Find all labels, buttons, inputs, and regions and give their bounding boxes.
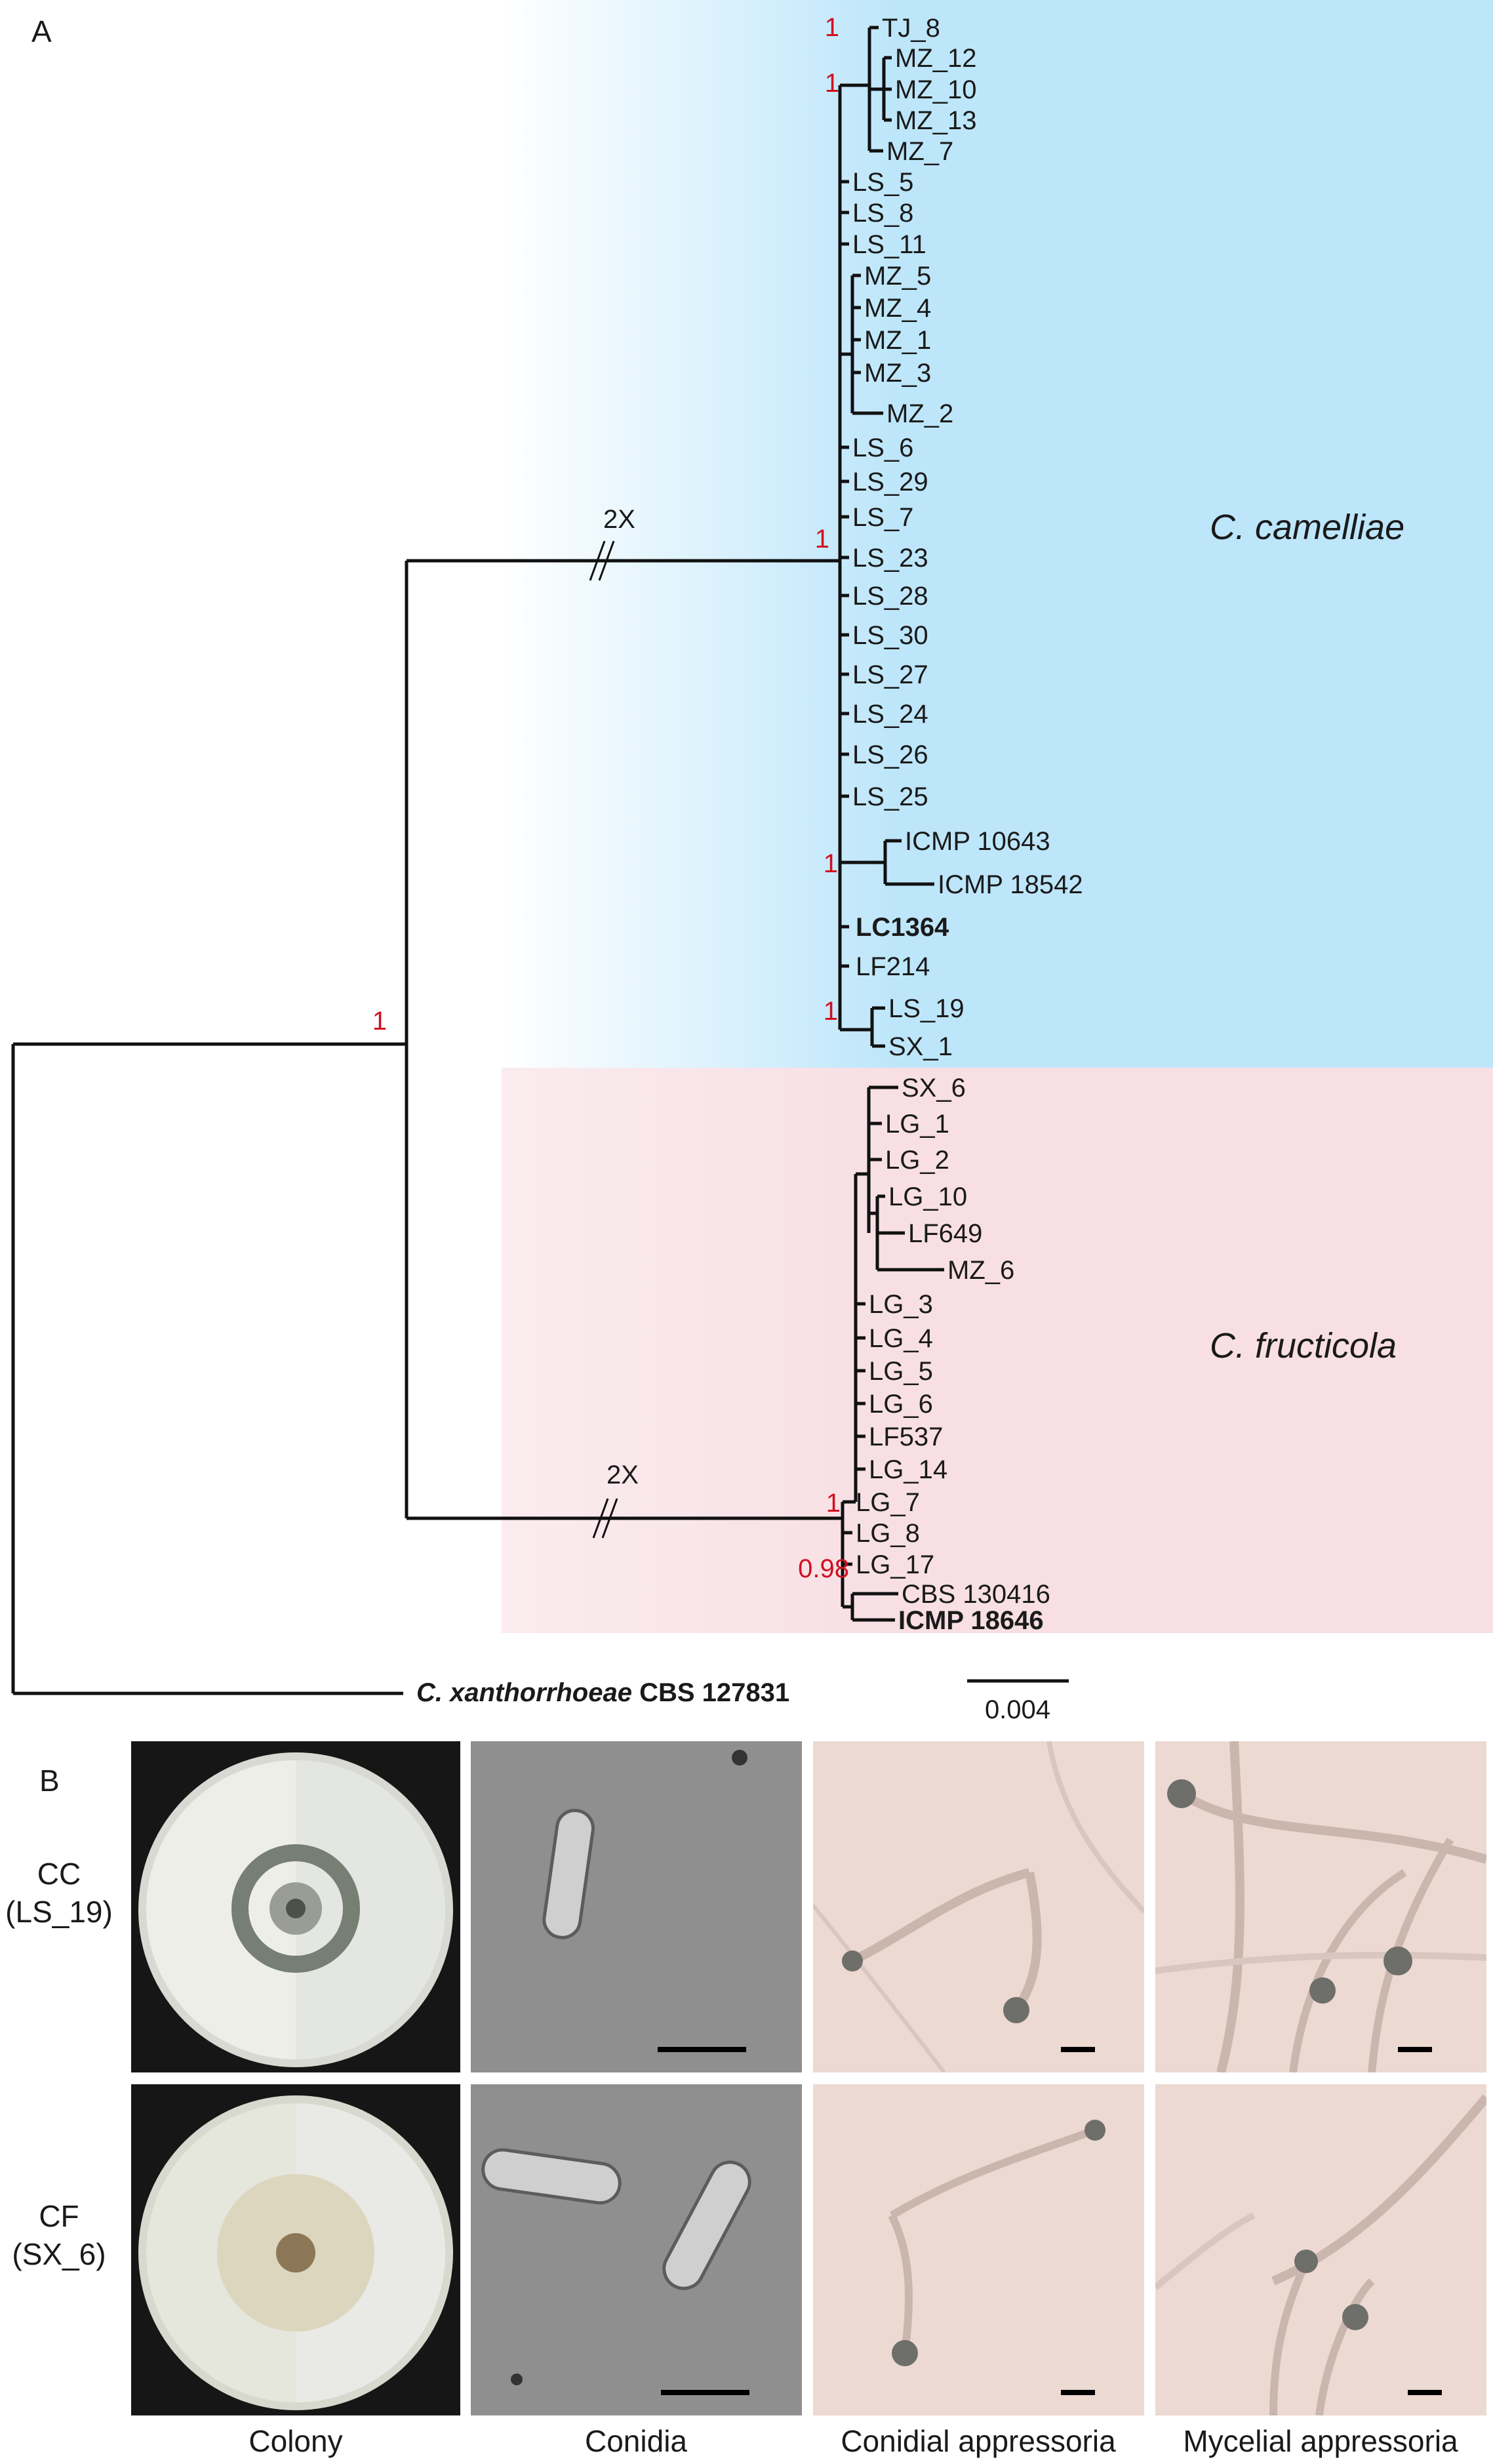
branch-break-mark xyxy=(598,540,615,581)
row-strain-cc: (LS_19) xyxy=(5,1895,113,1929)
support-value: 1 xyxy=(825,69,839,98)
scale-bar-label: 0.004 xyxy=(985,1695,1050,1724)
tree-leaf-label: ICMP 18542 xyxy=(938,870,1083,899)
tree-leaf-label: ICMP 10643 xyxy=(905,827,1050,856)
tree-leaf-label: LS_6 xyxy=(852,434,913,462)
support-value: 0.98 xyxy=(798,1554,849,1583)
mycelial-appressoria-scale-bar-cc xyxy=(1398,2047,1432,2052)
mycelial-appressoria-image-cf xyxy=(1155,2084,1486,2415)
column-label-conidial-appressoria: Conidial appressoria xyxy=(841,2424,1116,2458)
tree-branches xyxy=(11,26,944,1695)
tree-leaf-label: LS_19 xyxy=(888,994,965,1023)
row-label-cf: CF (SX_6) xyxy=(0,2197,118,2273)
tree-leaf-label: LS_26 xyxy=(852,740,928,769)
camelliae-clade-background xyxy=(502,0,1493,1068)
clade-label-camelliae: C. camelliae xyxy=(1210,508,1404,547)
tree-leaf-label: LS_23 xyxy=(852,544,928,573)
tree-leaf-label: LS_29 xyxy=(852,468,928,496)
tree-leaf-label: TJ_8 xyxy=(882,14,940,43)
tree-support-values: 1 1 1 1 1 1 1 0.98 xyxy=(372,13,849,1583)
tree-leaf-label: MZ_12 xyxy=(895,44,977,73)
tree-leaf-label: MZ_1 xyxy=(864,326,931,355)
mycelial-appressoria-image-cc xyxy=(1155,1741,1486,2072)
tree-leaf-label: MZ_5 xyxy=(864,262,931,291)
row-code-cc: CC xyxy=(37,1857,81,1891)
tree-leaf-label: LS_28 xyxy=(852,582,928,611)
tree-leaf-label: CBS 130416 xyxy=(902,1580,1050,1609)
conidial-appressoria-scale-bar-cf xyxy=(1061,2390,1095,2395)
branch-break-mark xyxy=(601,1498,618,1539)
conidial-appressoria-image-cf xyxy=(813,2084,1144,2415)
tree-leaf-label: LF537 xyxy=(869,1423,943,1451)
conidia-image-cf xyxy=(471,2084,802,2415)
support-value: 1 xyxy=(824,849,838,878)
tree-leaf-label: LS_25 xyxy=(852,782,928,811)
tree-leaf-label: LS_5 xyxy=(852,168,913,197)
branch-break-mark xyxy=(589,540,606,581)
row-label-cc: CC (LS_19) xyxy=(0,1855,118,1931)
tree-leaf-label: LS_7 xyxy=(852,503,913,532)
branch-break-label-bottom: 2X xyxy=(607,1461,639,1489)
tree-leaf-label: LG_1 xyxy=(885,1110,949,1139)
tree-leaf-label: LG_2 xyxy=(885,1146,949,1175)
tree-leaf-label: LG_17 xyxy=(856,1550,934,1579)
fructicola-clade-background xyxy=(502,1068,1493,1633)
conidia-scale-bar-cf xyxy=(661,2390,749,2395)
tree-leaf-label: LG_4 xyxy=(869,1324,933,1353)
tree-leaf-label: LS_8 xyxy=(852,199,913,228)
tree-leaf-label: MZ_13 xyxy=(895,106,977,135)
tree-leaf-label: LG_10 xyxy=(888,1182,967,1211)
tree-leaf-label: LG_3 xyxy=(869,1290,933,1319)
mycelial-appressoria-scale-bar-cf xyxy=(1408,2390,1442,2395)
colony-image-cc xyxy=(131,1741,460,2072)
outgroup-strain: CBS 127831 xyxy=(639,1678,789,1707)
tree-leaf-label: LC1364 xyxy=(856,913,949,942)
tree-leaf-label: MZ_2 xyxy=(886,399,953,428)
tree-leaf-label: LS_27 xyxy=(852,660,928,689)
clade-label-fructicola: C. fructicola xyxy=(1210,1326,1397,1365)
conidial-appressoria-scale-bar-cc xyxy=(1061,2047,1095,2052)
tree-leaf-label: LF214 xyxy=(856,952,930,981)
support-value: 1 xyxy=(824,997,838,1026)
conidia-scale-bar-cc xyxy=(658,2047,746,2052)
conidial-appressoria-image-cc xyxy=(813,1741,1144,2072)
column-label-mycelial-appressoria: Mycelial appressoria xyxy=(1183,2424,1458,2458)
tree-leaf-label: MZ_7 xyxy=(886,137,953,166)
tree-leaf-label: LS_24 xyxy=(852,700,928,729)
support-value: 1 xyxy=(815,525,829,554)
outgroup-label: C. xanthorrhoeae CBS 127831 xyxy=(416,1678,789,1707)
tree-leaf-label: SX_6 xyxy=(902,1074,966,1102)
column-label-colony: Colony xyxy=(249,2424,343,2458)
conidia-image-cc xyxy=(471,1741,802,2072)
tree-leaf-label: MZ_10 xyxy=(895,75,977,104)
phylogenetic-tree: A TJ_8MZ_12MZ_10MZ_13MZ_7LS_5LS_8LS_11MZ… xyxy=(11,0,1493,1724)
column-label-conidia: Conidia xyxy=(585,2424,687,2458)
tree-leaf-label: SX_1 xyxy=(888,1032,953,1061)
row-strain-cf: (SX_6) xyxy=(12,2237,106,2271)
tree-leaf-label: MZ_4 xyxy=(864,294,931,323)
branch-break-mark xyxy=(592,1498,609,1539)
support-value: 1 xyxy=(826,1489,841,1518)
tree-leaf-label: MZ_3 xyxy=(864,359,931,388)
tree-leaf-label: LG_6 xyxy=(869,1390,933,1419)
tree-leaf-label: LS_11 xyxy=(852,230,926,259)
tree-leaf-label: LG_7 xyxy=(856,1488,920,1517)
tree-leaf-label: LG_8 xyxy=(856,1519,920,1548)
tree-leaf-label: LF649 xyxy=(908,1219,982,1248)
panel-a-label: A xyxy=(31,14,52,49)
tree-leaf-label: LG_5 xyxy=(869,1357,933,1386)
support-value: 1 xyxy=(825,13,839,42)
branch-break-label-top: 2X xyxy=(603,505,635,534)
tree-leaf-label: ICMP 18646 xyxy=(898,1606,1044,1635)
support-value: 1 xyxy=(372,1007,387,1036)
tree-leaf-label: MZ_6 xyxy=(947,1256,1014,1285)
row-code-cf: CF xyxy=(39,2199,79,2233)
tree-leaf-label: LS_30 xyxy=(852,621,928,650)
colony-image-cf xyxy=(131,2084,460,2415)
tree-leaf-label: LG_14 xyxy=(869,1455,947,1484)
outgroup-species: C. xanthorrhoeae xyxy=(416,1678,632,1707)
panel-b-label: B xyxy=(39,1764,60,1798)
tree-leaf-labels: TJ_8MZ_12MZ_10MZ_13MZ_7LS_5LS_8LS_11MZ_5… xyxy=(852,14,1083,1635)
